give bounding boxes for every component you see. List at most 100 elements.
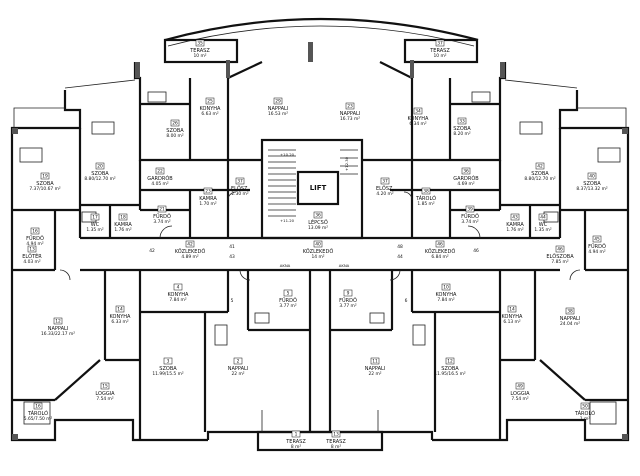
room-name: SZOBA <box>36 181 54 187</box>
room-number: 3 <box>167 359 170 365</box>
mark-num-44: 44 <box>397 254 403 260</box>
room-number-badge <box>331 430 341 438</box>
balcony-left-rail <box>64 79 136 89</box>
room-name: KONYHA <box>502 314 523 320</box>
room-name: KONYHA <box>200 106 221 112</box>
room-area: 16.53 m² <box>268 111 288 117</box>
room-number-badge <box>535 162 545 170</box>
room-number-badge <box>291 430 301 438</box>
room-area: 24.04 m² <box>560 321 580 327</box>
room-number-badge <box>587 172 597 180</box>
room-number: 18 <box>120 215 126 221</box>
stair-treads <box>268 149 358 217</box>
room-name: SZOBA <box>91 171 109 177</box>
room-area: 1 m² <box>580 416 590 422</box>
room-number-badge <box>173 283 183 291</box>
room-name: SZOBA <box>159 366 177 372</box>
room-name: TERASZ <box>325 439 346 445</box>
room-number: 34 <box>415 109 421 115</box>
room-number-badge <box>273 97 283 105</box>
elevation-3: +12.30 <box>344 156 349 171</box>
room-number-badge <box>313 240 323 248</box>
room-area: 4.94 m² <box>588 249 605 255</box>
room-area: 3.77 m² <box>279 303 296 309</box>
room-area: 22 m² <box>368 371 381 377</box>
room-number: 5 <box>287 291 290 297</box>
room-number: 2 <box>237 359 240 365</box>
room-number-badge <box>118 213 128 221</box>
room-number: 29 <box>275 99 281 105</box>
room-number: 16 <box>35 404 41 410</box>
room-number: 38 <box>567 309 573 315</box>
room-number: 37 <box>237 179 243 185</box>
room-name: ELŐSZ. <box>376 185 394 192</box>
room-number: 37 <box>437 41 443 47</box>
room-number-badge <box>100 382 110 390</box>
room-area: 8 m² <box>331 444 341 450</box>
room-area: 22 m² <box>231 371 244 377</box>
room-number-badge <box>185 240 195 248</box>
room-number-badge <box>53 317 63 325</box>
room-name: GARDRÓB <box>453 175 479 182</box>
room-number-badge <box>30 227 40 235</box>
room-number: 9 <box>347 291 350 297</box>
room-area: 10 m² <box>433 53 446 59</box>
room-number: 35 <box>197 41 203 47</box>
balcony-left-edge <box>13 107 65 128</box>
room-area: 10 m² <box>193 53 206 59</box>
room-area: 8.20 m² <box>453 131 470 137</box>
room-area: 4.05 m² <box>151 181 168 187</box>
room-name: WC <box>539 222 548 228</box>
room-name: KÖZLEKEDŐ <box>425 248 456 255</box>
room-area: 1.85 m² <box>417 201 434 207</box>
room-number: 25 <box>207 99 213 105</box>
room-name: KONYHA <box>110 314 131 320</box>
room-number-badge <box>203 187 213 195</box>
room-number-badge <box>205 97 215 105</box>
room-number-badge <box>95 162 105 170</box>
room-number-badge <box>445 357 455 365</box>
mark-num-46: 46 <box>473 248 479 254</box>
wall-br-diag <box>539 359 586 401</box>
room-area: 7.54 m² <box>511 396 528 402</box>
room-number: 44 <box>540 215 546 221</box>
room-name: ELŐSZOBA <box>546 253 574 260</box>
terrace-bottom <box>256 430 384 452</box>
room-name: TÁROLÓ <box>27 410 48 417</box>
room-name: FÜRDŐ <box>26 235 44 242</box>
room-number: 11 <box>372 359 378 365</box>
door-swings <box>59 191 581 432</box>
room-name: FÜRDŐ <box>461 213 479 220</box>
upper-left-block <box>133 61 263 162</box>
room-area: 3.74 m² <box>153 219 170 225</box>
room-number: 13 <box>29 247 35 253</box>
room-area: 7.84 m² <box>169 297 186 303</box>
room-area: 7.37/10.67 m² <box>29 186 60 192</box>
room-number: 23 <box>205 189 211 195</box>
room-number-badge <box>510 213 520 221</box>
room-number: 42 <box>187 242 193 248</box>
room-name: GARDRÓB <box>147 175 173 182</box>
room-area: 11.99/15.5 m² <box>152 371 183 377</box>
room-number-badge <box>461 167 471 175</box>
room-number-badge <box>115 305 125 313</box>
room-number-badge <box>163 357 173 365</box>
